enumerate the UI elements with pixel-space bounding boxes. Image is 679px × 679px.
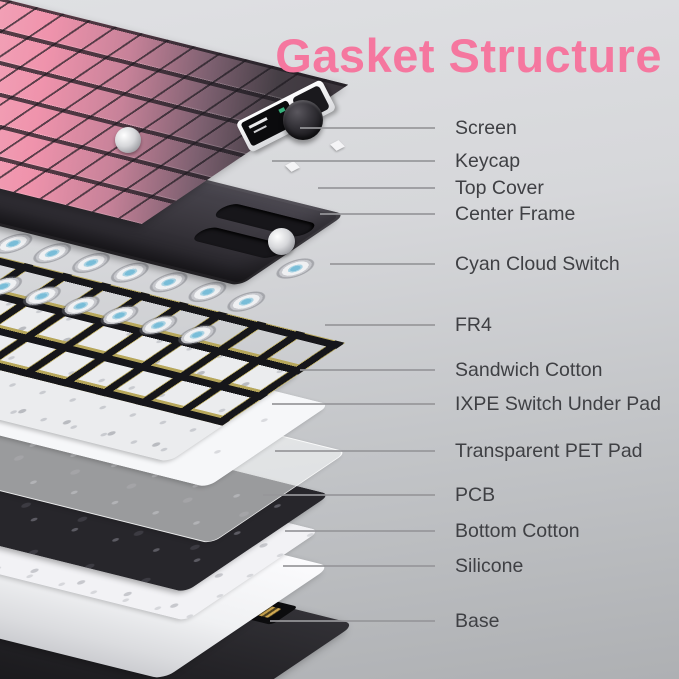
part-label: Screen (455, 117, 517, 139)
leader-line (318, 187, 435, 189)
part-label: Sandwich Cotton (455, 359, 603, 381)
part-label: Keycap (455, 150, 521, 172)
part-label: IXPE Switch Under Pad (455, 393, 661, 415)
part-label: FR4 (455, 314, 492, 336)
callout-screen: Screen (0, 116, 679, 140)
part-label: Base (455, 610, 500, 632)
leader-line (272, 403, 435, 405)
part-label: PCB (455, 484, 496, 506)
silver-knob-key-icon (115, 127, 141, 153)
callout-silicone: Silicone (0, 554, 679, 578)
page-title: Gasket Structure (275, 29, 662, 82)
leader-line (272, 160, 435, 162)
rotary-knob-icon (283, 100, 323, 140)
part-label: Center Frame (455, 203, 576, 225)
leader-line (330, 263, 435, 265)
callout-top-cover: Top Cover (0, 176, 679, 200)
leader-line (285, 530, 435, 532)
leader-line (300, 127, 435, 129)
part-label: Bottom Cotton (455, 520, 580, 542)
part-label: Top Cover (455, 177, 544, 199)
part-label: Transparent PET Pad (455, 440, 643, 462)
callout-cyan-cloud-switch: Cyan Cloud Switch (0, 252, 679, 276)
callout-base: Base (0, 609, 679, 633)
leader-line (270, 620, 435, 622)
callout-transparent-pet-pad: Transparent PET Pad (0, 439, 679, 463)
leader-line (263, 494, 435, 496)
callout-keycap: Keycap (0, 149, 679, 173)
callout-bottom-cotton: Bottom Cotton (0, 519, 679, 543)
callout-center-frame: Center Frame (0, 202, 679, 226)
leader-line (320, 213, 435, 215)
callout-fr4: FR4 (0, 313, 679, 337)
silver-badge-icon (268, 228, 295, 255)
part-label: Silicone (455, 555, 524, 577)
leader-line (325, 324, 435, 326)
part-label: Cyan Cloud Switch (455, 253, 620, 275)
leader-line (300, 369, 435, 371)
leader-line (275, 450, 435, 452)
callout-ixpe-pad: IXPE Switch Under Pad (0, 392, 679, 416)
callout-sandwich-cotton: Sandwich Cotton (0, 358, 679, 382)
callout-pcb: PCB (0, 483, 679, 507)
leader-line (283, 565, 435, 567)
